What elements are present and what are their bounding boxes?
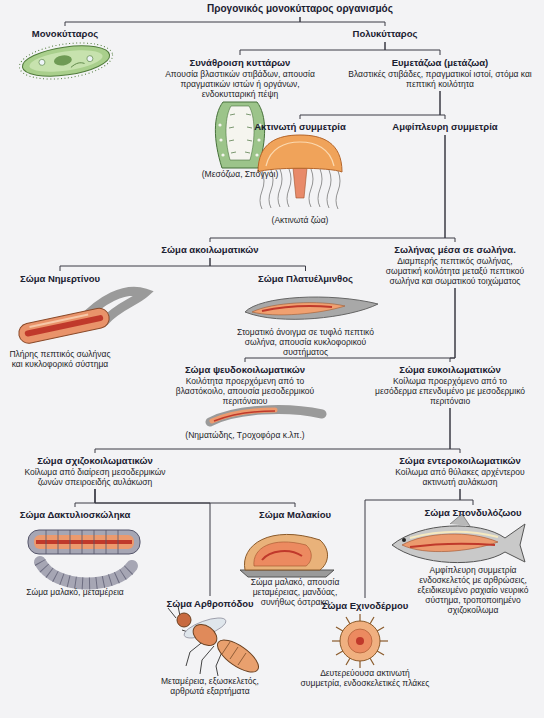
mollusc-illustration <box>240 534 334 577</box>
taxon-node: Σώμα ΠλατυέλμινθοςΣτοματικό άνοιγμα σε τ… <box>223 273 388 357</box>
roundworm-illustration <box>210 410 322 422</box>
taxon-description: (Μεσόζωα, Σπόγγοι) <box>165 169 315 179</box>
taxon-heading: Σώμα Νημερτίνου <box>5 273 115 285</box>
nemertine-illustration <box>17 291 145 345</box>
taxon-heading: Σώμα Σπονδυλόζωου <box>408 507 538 519</box>
tree-branch <box>460 489 473 505</box>
taxon-description: Διαμπερής πεπτικός σωλήνας, σωματική κοι… <box>380 256 530 286</box>
taxon-node: Σώμα ευκοιλωματικώνΚοίλωμα προερχόμενο α… <box>375 364 525 406</box>
echinoderm-illustration <box>332 614 388 668</box>
tree-branch <box>440 91 445 119</box>
taxon-node: Αμφίπλευρη συμμετρία <box>385 121 505 133</box>
taxon-node: Συνάθροιση κυττάρωνΑπουσία βλαστικών στι… <box>165 57 315 179</box>
tree-branch <box>300 91 440 119</box>
taxon-heading: Ευμετάζωα (μετάζωα) <box>345 57 535 69</box>
taxon-node: Σώμα σχιζοκοιλωματικώνΚοίλωμα από διαίρε… <box>15 455 175 487</box>
taxon-node: Σώμα ΑρθροπόδουΜεταμέρεια, εξωσκελετός, … <box>145 598 275 696</box>
taxon-node: Σώμα εντεροκοιλωματικώνΚοίλωμα από θύλακ… <box>385 455 535 487</box>
taxon-heading: Σώμα Αρθροπόδου <box>145 598 275 610</box>
taxon-heading: Σώμα ακοιλωματικών <box>150 244 270 256</box>
taxon-node: Σώμα ΝημερτίνουΠλήρης πεπτικός σωλήνας κ… <box>5 273 115 369</box>
taxon-description: Δευτερεύουσα ακτινωτή συμμετρία, ενδοσκε… <box>300 668 430 688</box>
taxon-heading: Ακτινωτή συμμετρία <box>250 121 350 133</box>
taxon-heading: Σώμα Δακτυλιοσκώληκα <box>10 509 140 521</box>
taxon-description: Μεταμέρεια, εξωσκελετός, αρθρωτά εξαρτήμ… <box>145 676 275 696</box>
taxon-description: Πλήρης πεπτικός σωλήνας και κυκλοφορικό … <box>5 349 115 369</box>
tree-branch <box>65 17 300 26</box>
tree-branch <box>450 288 455 362</box>
taxon-heading: Σώμα Μαλακίου <box>235 509 355 521</box>
taxon-heading: Σώμα ψευδοκοιλωματικών <box>170 364 320 376</box>
taxon-heading: Συνάθροιση κυττάρων <box>165 57 315 69</box>
taxon-description: (Ακτινωτά ζώα) <box>250 215 350 225</box>
taxon-node: Σώμα ακοιλωματικών <box>150 244 270 256</box>
tree-branch <box>95 489 295 507</box>
tree-branch <box>60 258 210 271</box>
taxon-description: Κοίλωμα από διαίρεση μεσοδερμικών ζωνών … <box>15 467 175 487</box>
taxon-heading: Σώμα ευκοιλωματικών <box>375 364 525 376</box>
tree-branch <box>95 489 210 596</box>
taxon-node: Ευμετάζωα (μετάζωα)Βλαστικές στιβάδες, π… <box>345 57 535 89</box>
taxon-heading: Προγονικός μονοκύτταρος οργανισμός <box>170 3 430 15</box>
taxon-description: Απουσία βλαστικών στιβάδων, απουσία πραγ… <box>165 69 315 99</box>
flatworm-illustration <box>245 297 378 319</box>
taxon-node: Σώμα ΣπονδυλόζωουΑμφίπλευρη συμμετρία εν… <box>408 507 538 615</box>
taxon-heading: Μονοκύτταρος <box>15 28 115 40</box>
taxon-description: Αμφίπλευρη συμμετρία ενδοσκελετός με αρθ… <box>408 565 538 615</box>
taxon-heading: Σωλήνας μέσα σε σωλήνα. <box>380 244 530 256</box>
taxon-node: Προγονικός μονοκύτταρος οργανισμός <box>170 3 430 15</box>
taxon-node: Σώμα ΔακτυλιοσκώληκαΣώμα μαλακό, μεταμέρ… <box>10 509 140 597</box>
tree-branch <box>210 258 306 271</box>
tree-branch <box>245 288 455 362</box>
sponge-illustration <box>215 102 264 168</box>
arthropod-illustration <box>168 606 263 678</box>
taxon-node: Πολυκύτταρος <box>340 28 430 40</box>
taxon-heading: Σώμα Πλατυέλμινθος <box>223 273 388 285</box>
taxon-description: Σώμα μαλακό, μεταμέρεια <box>10 587 140 597</box>
taxon-heading: Πολυκύτταρος <box>340 28 430 40</box>
taxon-description: Κοίλωμα από θύλακες αρχέντερου ακτινωτή … <box>385 467 535 487</box>
taxon-description: Κοίλωμα προερχόμενο από το μεσόδερμα επε… <box>375 376 525 406</box>
tree-branch <box>450 408 460 453</box>
taxon-node: Σώμα ΕχινοδέρμουΔευτερεύουσα ακτινωτή συ… <box>300 600 430 688</box>
taxon-heading: Αμφίπλευρη συμμετρία <box>385 121 505 133</box>
taxon-heading: Σώμα εντεροκοιλωματικών <box>385 455 535 467</box>
paramecium-illustration <box>17 38 115 85</box>
taxon-description: Στοματικό άνοιγμα σε τυφλό πεπτικό σωλήν… <box>223 327 388 357</box>
annelid-illustration <box>28 530 140 584</box>
taxon-description: Βλαστικές στιβάδες, πραγματικοί ιστοί, σ… <box>345 69 535 89</box>
tree-branch <box>300 17 385 26</box>
taxon-description: Κοιλότητα προερχόμενη από το βλαστόκοιλο… <box>170 376 320 406</box>
taxon-heading: Σώμα Εχινοδέρμου <box>300 600 430 612</box>
tree-branch <box>385 42 440 55</box>
tree-branch <box>240 42 385 55</box>
tree-branch <box>75 489 95 507</box>
tree-branch <box>445 135 455 242</box>
taxon-heading: Σώμα σχιζοκοιλωματικών <box>15 455 175 467</box>
tree-branch <box>210 135 445 242</box>
tree-branch <box>95 408 450 453</box>
taxon-node: Σώμα ΜαλακίουΣώμα μαλακό, απουσία μεταμέ… <box>235 509 355 607</box>
taxon-node: Σωλήνας μέσα σε σωλήνα.Διαμπερής πεπτικό… <box>380 244 530 286</box>
taxon-node: Σώμα ψευδοκοιλωματικώνΚοιλότητα προερχόμ… <box>170 364 320 440</box>
taxon-description: (Νηματώδης, Τροχοφόρα κ.λπ.) <box>170 430 320 440</box>
taxon-node: Ακτινωτή συμμετρία (Ακτινωτά ζώα) <box>250 121 350 225</box>
taxon-node: Μονοκύτταρος <box>15 28 115 40</box>
fish-illustration <box>392 514 525 563</box>
